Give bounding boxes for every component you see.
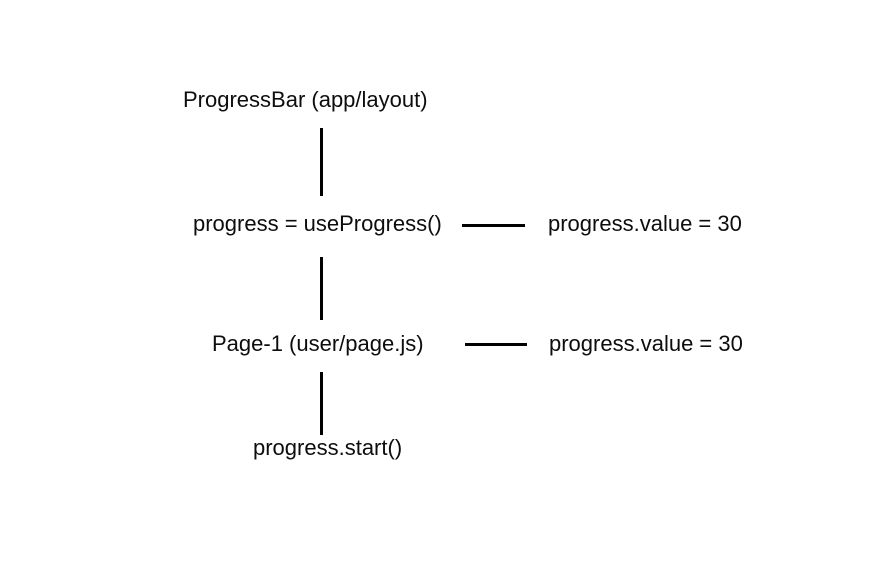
annotation-progress-value-1: progress.value = 30 bbox=[548, 211, 742, 236]
node-progressbar-app-layout: ProgressBar (app/layout) bbox=[183, 87, 428, 112]
connector-vertical-useprogress-to-page1 bbox=[320, 257, 323, 320]
connector-horizontal-page1-to-value bbox=[465, 343, 527, 346]
annotation-progress-value-2: progress.value = 30 bbox=[549, 331, 743, 356]
connector-horizontal-useprogress-to-value bbox=[462, 224, 525, 227]
connector-vertical-progressbar-to-useprogress bbox=[320, 128, 323, 196]
node-page-1-user-page-js: Page-1 (user/page.js) bbox=[212, 331, 424, 356]
connector-vertical-page1-to-progressstart bbox=[320, 372, 323, 435]
node-progress-start-call: progress.start() bbox=[253, 435, 403, 460]
node-use-progress: progress = useProgress() bbox=[193, 211, 442, 236]
